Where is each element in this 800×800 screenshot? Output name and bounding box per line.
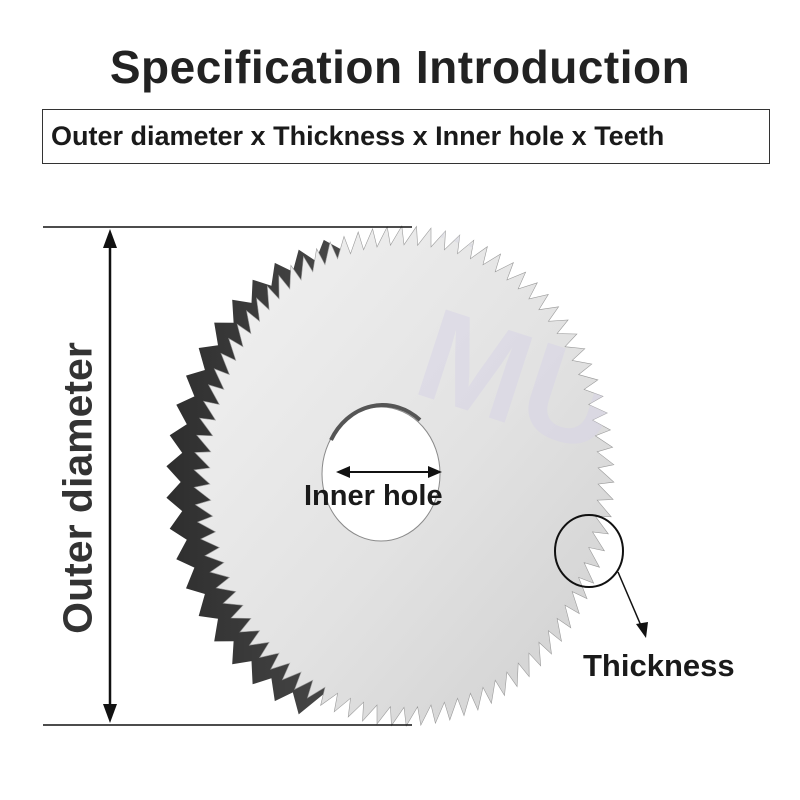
thickness-label: Thickness: [583, 648, 735, 683]
inner-hole-label: Inner hole: [304, 480, 443, 512]
outer-diameter-arrowhead-bottom: [103, 704, 117, 723]
thickness-leader-line: [617, 571, 643, 629]
spec-formula-text: Outer diameter x Thickness x Inner hole …: [51, 121, 665, 151]
page-title: Specification Introduction: [109, 41, 691, 93]
blade-edge-shadow: [166, 239, 357, 715]
inner-hole-arrowhead-right: [428, 466, 442, 478]
inner-hole-rim: [329, 403, 422, 441]
outer-diameter-label: Outer diameter: [54, 342, 101, 634]
inner-hole-arrowhead-left: [336, 466, 350, 478]
thickness-callout-circle: [554, 514, 624, 588]
spec-formula-box: Outer diameter x Thickness x Inner hole …: [42, 109, 770, 164]
thickness-leader-arrowhead: [636, 622, 648, 638]
outer-diameter-arrowhead-top: [103, 229, 117, 248]
